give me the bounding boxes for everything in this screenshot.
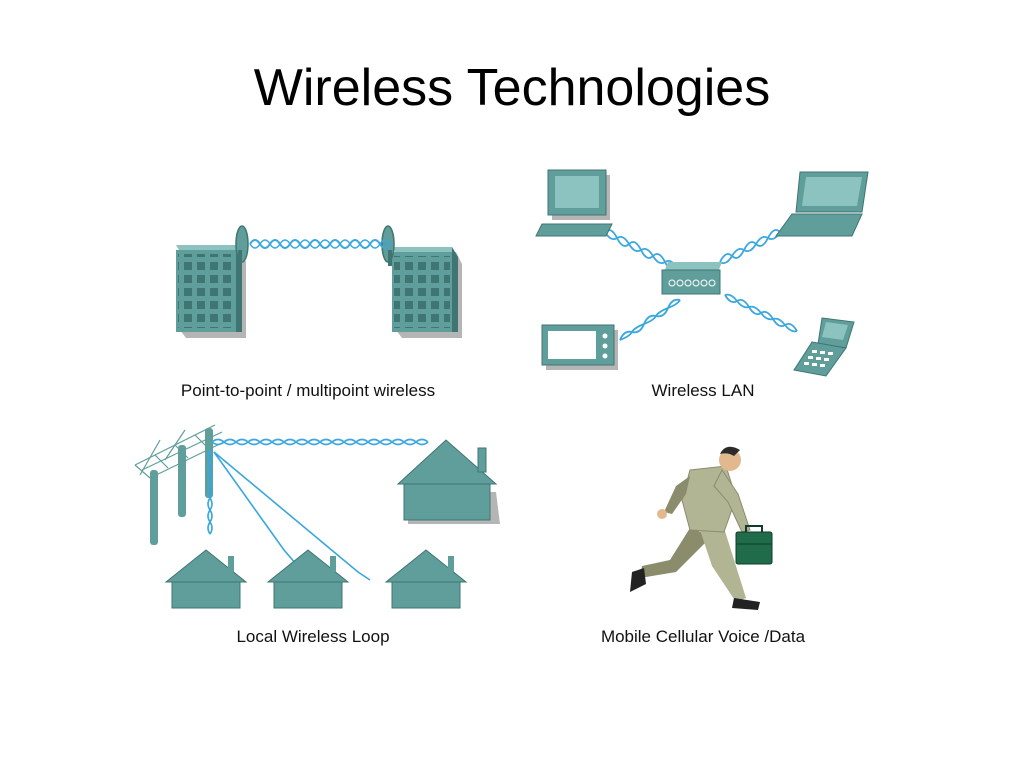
handheld-scanner-icon <box>793 317 855 377</box>
slide-title: Wireless Technologies <box>253 59 771 117</box>
access-point-hub-icon <box>661 262 722 295</box>
house-small-3-icon <box>384 549 468 609</box>
mobile-user-icon <box>630 446 760 610</box>
briefcase-icon <box>735 525 773 565</box>
house-small-1-icon <box>164 549 248 609</box>
loop-waves <box>207 438 429 581</box>
radio-tower-icon <box>134 424 229 545</box>
handheld-terminal-icon <box>541 324 618 370</box>
caption-local-wireless-loop: Local Wireless Loop <box>236 627 390 646</box>
desktop-computer-icon <box>535 169 613 237</box>
caption-wireless-lan: Wireless LAN <box>651 381 755 400</box>
caption-point-to-point: Point-to-point / multipoint wireless <box>180 381 436 400</box>
laptop-computer-icon <box>775 171 869 237</box>
wireless-lan-panel <box>535 169 869 377</box>
building-left-icon <box>176 245 246 338</box>
point-to-point-panel <box>176 225 462 338</box>
dish-antenna-left-icon <box>235 225 249 266</box>
caption-mobile-cellular: Mobile Cellular Voice /Data <box>600 627 806 646</box>
house-large-icon <box>396 439 500 524</box>
building-right-icon <box>392 247 462 338</box>
local-wireless-loop-panel <box>134 424 500 609</box>
dish-antenna-right-icon <box>381 225 395 266</box>
lan-waves <box>604 229 798 341</box>
house-small-2-icon <box>266 549 350 609</box>
